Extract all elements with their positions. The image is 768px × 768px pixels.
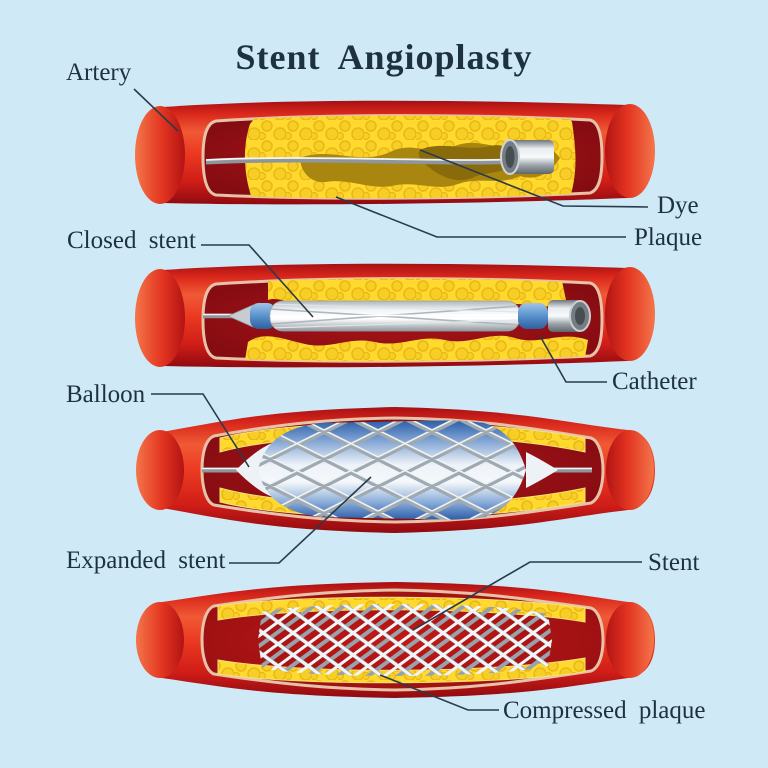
dye-leader-line [419,149,649,208]
catheter-tip [548,300,591,332]
label-dye: Dye [657,192,699,219]
label-plaque: Plaque [634,224,703,251]
leader-lines [133,88,649,711]
vessel-end-cap-right [605,267,655,361]
vessel-end-cap-left [135,106,185,204]
stent-leader-line [412,561,642,631]
label-artery: Artery [66,59,132,86]
plaque-leader-line [335,196,626,238]
artery-stage-4 [136,582,655,698]
closed-stent-leader-line [201,244,314,318]
closed-stent-device [227,300,548,332]
artery-stage-3 [136,407,655,533]
stent-mesh [258,603,552,677]
diagram-title: Stent Angioplasty [235,37,533,77]
plaque-deposit-bottom [245,335,588,362]
vessel-end-cap-left [135,269,185,367]
expanded-stent-leader-line [229,476,372,564]
artery-stage-1 [135,100,655,205]
catheter-leader-line [539,335,607,383]
vessel-end-cap-left [136,430,184,510]
vessel-end-cap-right [606,602,654,678]
label-compressed-plaque: Compressed plaque [503,697,706,724]
artery-leader-line [133,88,179,132]
vessel-end-cap-right [605,104,655,198]
vessel-end-cap-right [606,430,654,510]
catheter-tip [500,139,554,175]
balloon-leader-line [151,393,250,468]
label-balloon: Balloon [66,381,146,408]
vessel-end-cap-left [136,602,184,678]
artery-stage-2 [135,263,655,368]
stent-mesh [258,420,526,520]
label-stent: Stent [648,549,700,576]
label-closed-stent: Closed stent [67,227,196,254]
label-catheter: Catheter [612,368,697,395]
compressed-plaque-leader-line [379,674,499,711]
balloon-device [236,420,558,520]
label-expanded-stent: Expanded stent [66,547,226,574]
